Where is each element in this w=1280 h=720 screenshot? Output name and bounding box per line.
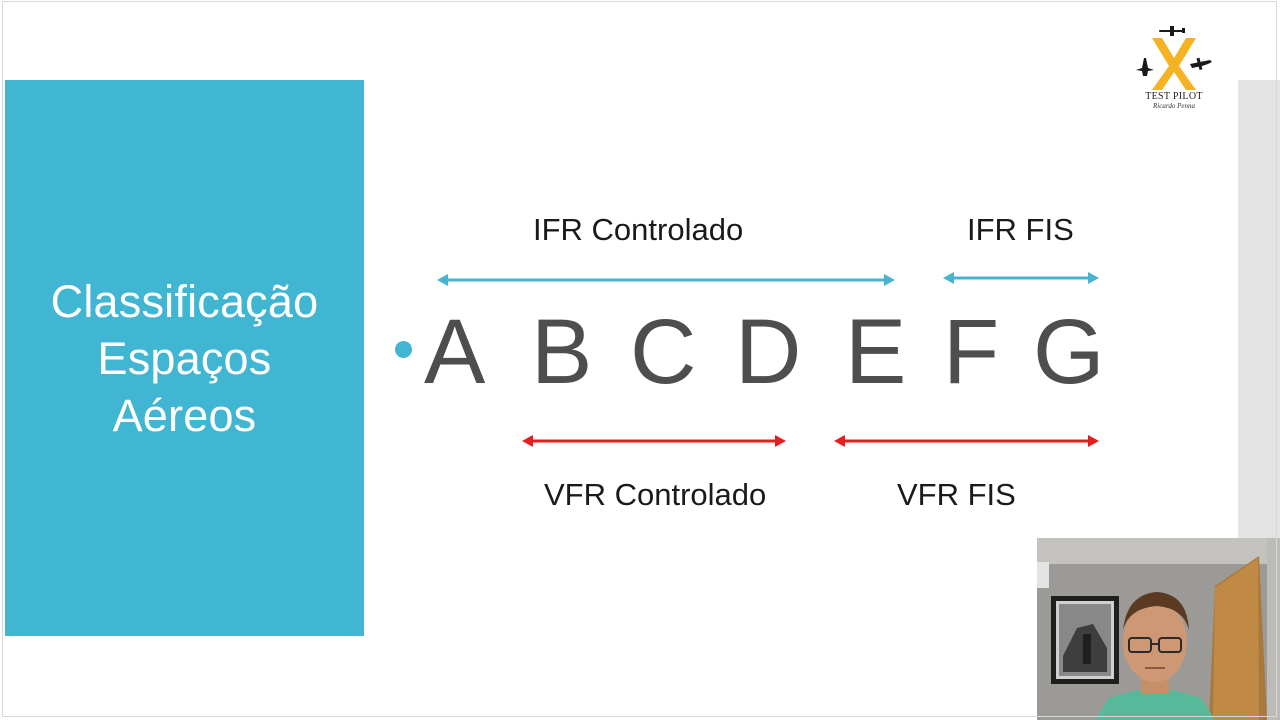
ifr-fis-label: IFR FIS xyxy=(967,212,1074,247)
airspace-class-c: C xyxy=(630,301,697,403)
test-pilot-logo: TEST PILOT Ricardo Penna xyxy=(1132,24,1216,114)
vfr-controlled-label: VFR Controlado xyxy=(544,477,767,512)
airspace-class-d: D xyxy=(735,301,802,403)
logo-title: TEST PILOT xyxy=(1145,91,1203,102)
title-panel: Classificação Espaços Aéreos xyxy=(5,80,364,636)
x-with-aircraft-logo-icon xyxy=(1136,26,1212,90)
logo-subtitle: Ricardo Penna xyxy=(1153,102,1195,110)
vfr-controlled-arrow xyxy=(522,435,786,447)
slide-edge-strip xyxy=(1238,80,1280,540)
bullet-dot xyxy=(395,341,412,358)
presenter-webcam-overlay xyxy=(1037,538,1280,720)
title-line-3: Aéreos xyxy=(112,389,257,441)
vfr-fis-label: VFR FIS xyxy=(897,477,1016,512)
airspace-class-f: F xyxy=(943,301,1000,403)
vfr-fis-arrow xyxy=(834,435,1099,447)
presenter-video-icon xyxy=(1037,538,1280,720)
title-line-1: Classificação xyxy=(50,275,319,327)
airspace-class-b: B xyxy=(531,301,593,403)
airspace-class-a: A xyxy=(424,301,486,403)
title-line-2: Espaços xyxy=(97,332,272,384)
airspace-class-e: E xyxy=(845,301,907,403)
slide-title: Classificação Espaços Aéreos xyxy=(51,273,319,444)
ifr-controlled-label: IFR Controlado xyxy=(533,212,744,247)
airspace-class-g: G xyxy=(1033,301,1105,403)
ifr-controlled-arrow xyxy=(437,274,895,286)
ifr-fis-arrow xyxy=(943,272,1099,284)
